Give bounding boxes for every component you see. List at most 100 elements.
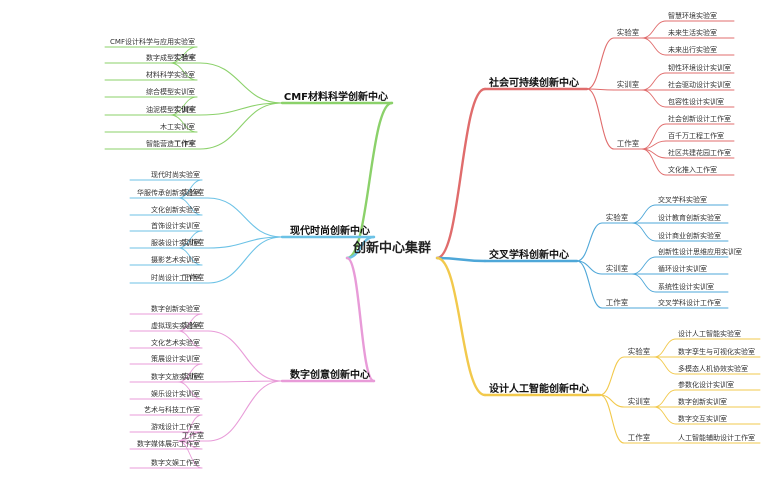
branch-connector	[345, 101, 394, 260]
group-label: 实训室	[628, 396, 651, 406]
branch-connector	[345, 256, 376, 383]
group-connector	[599, 356, 625, 396]
group-connector	[207, 236, 283, 249]
leaf-connector	[641, 123, 667, 150]
leaf-connector	[653, 338, 677, 358]
leaf-label: 社区共建花园工作室	[668, 148, 731, 157]
leaf-connector	[641, 72, 667, 91]
group-label: 实验室	[606, 212, 629, 222]
branch-label: 交叉学科创新中心	[489, 248, 569, 261]
leaf-connector	[631, 204, 657, 224]
leaf-label: 数字创新实训室	[678, 397, 727, 406]
leaf-label: 社会创新设计工作室	[668, 114, 731, 123]
group-label: 工作室	[606, 297, 629, 307]
leaf-connector	[177, 179, 203, 199]
leaf-connector	[169, 96, 198, 116]
leaf-connector	[177, 414, 203, 442]
leaf-connector	[641, 89, 667, 108]
group-connector	[199, 102, 283, 116]
leaf-connector	[631, 256, 657, 275]
group-connector	[586, 88, 615, 150]
leaf-label: 艺术与科技工作室	[144, 405, 200, 414]
leaf-connector	[177, 381, 203, 400]
central-topic: 创新中心集群	[352, 240, 431, 256]
leaf-label: 服装设计实训室	[151, 238, 200, 247]
leaf-label: 设计教育创新实验室	[658, 213, 721, 222]
leaf-label: 木工实训室	[160, 122, 195, 131]
leaf-connector	[641, 37, 667, 56]
leaf-label: 百千万工程工作室	[668, 131, 724, 140]
branch-connector	[435, 256, 487, 263]
leaf-label: 多模态人机协效实验室	[678, 364, 748, 373]
leaf-label: 文化创新实验室	[151, 205, 200, 214]
leaf-connector	[641, 148, 667, 176]
leaf-connector	[177, 247, 203, 266]
leaf-connector	[631, 222, 657, 242]
leaf-label: 文化艺术实验室	[151, 338, 200, 347]
group-label: 实验室	[182, 320, 205, 330]
leaf-label: 数字成型实验室	[146, 53, 195, 62]
leaf-label: 社会驱动设计实训室	[668, 80, 731, 89]
group-connector	[207, 197, 283, 238]
leaf-label: 娱乐设计实训室	[151, 389, 200, 398]
leaf-label: 交叉学科实验室	[658, 195, 707, 204]
leaf-label: 智能营造工作室	[146, 139, 195, 148]
group-connector	[576, 222, 603, 262]
leaf-label: 文化推入工作室	[668, 165, 717, 174]
leaf-label: 游戏设计工作室	[151, 422, 200, 431]
leaf-label: 华服传承创新实验室	[137, 188, 200, 197]
branch-label: 设计人工智能创新中心	[489, 382, 589, 395]
group-label: 实训室	[174, 104, 197, 114]
leaf-label: 数字文旅实训室	[151, 372, 200, 381]
group-connector	[207, 330, 283, 382]
group-label: 实训室	[182, 237, 205, 247]
leaf-label: 韧性环境设计实训室	[668, 63, 731, 72]
group-connector	[586, 37, 615, 90]
leaf-label: 创新性设计思维应用实训室	[658, 247, 742, 256]
branch-label: CMF材料科学创新中心	[284, 90, 388, 103]
connector-lines	[104, 20, 761, 469]
leaf-connector	[177, 197, 203, 216]
leaf-connector	[653, 356, 677, 375]
branch-label: 现代时尚创新中心	[290, 224, 370, 237]
group-connector	[576, 260, 603, 309]
leaf-label: 数字孪生与可视化实验室	[678, 347, 755, 356]
leaf-connector	[169, 62, 198, 81]
group-label: 工作室	[174, 138, 197, 148]
leaf-connector	[177, 330, 203, 349]
leaf-connector	[177, 363, 203, 383]
leaf-label: 人工智能辅助设计工作室	[678, 433, 755, 442]
group-connector	[199, 102, 283, 150]
leaf-label: 虚拟现实实验室	[151, 321, 200, 330]
leaf-label: 油泥模型实训室	[146, 105, 195, 114]
group-label: 实验室	[628, 346, 651, 356]
leaf-label: 数字创新实验室	[151, 304, 200, 313]
leaf-label: 现代时尚实验室	[151, 170, 200, 179]
branch-connector	[435, 87, 487, 260]
leaf-label: 策展设计实训室	[151, 354, 200, 363]
group-label: 工作室	[182, 272, 205, 282]
group-label: 实训室	[606, 263, 629, 273]
leaf-label: 数字交互实训室	[678, 414, 727, 423]
group-connector	[207, 236, 283, 284]
group-connector	[207, 380, 283, 383]
leaf-label: 循环设计实训室	[658, 264, 707, 273]
group-label: 实训室	[617, 79, 640, 89]
leaf-connector	[177, 230, 203, 249]
leaf-label: 参数化设计实训室	[678, 380, 734, 389]
leaf-connector	[169, 114, 198, 133]
branch-label: 社会可持续创新中心	[488, 76, 579, 89]
leaf-label: 材料科学实验室	[146, 70, 195, 79]
group-label: 工作室	[628, 432, 651, 442]
group-label: 实验室	[617, 27, 640, 37]
leaf-connector	[653, 389, 677, 408]
leaf-label: 摄影艺术实训室	[151, 255, 200, 264]
leaf-label: 未来生活实验室	[668, 28, 717, 37]
leaf-label: 包容性设计实训室	[668, 97, 724, 106]
leaf-label: 设计人工智能实验室	[678, 329, 741, 338]
leaf-label: 设计商业创新实验室	[658, 231, 721, 240]
leaf-label: 首饰设计实训室	[151, 221, 200, 230]
leaf-connector	[169, 46, 198, 64]
leaf-label: 数字媒体展示工作室	[137, 439, 200, 448]
